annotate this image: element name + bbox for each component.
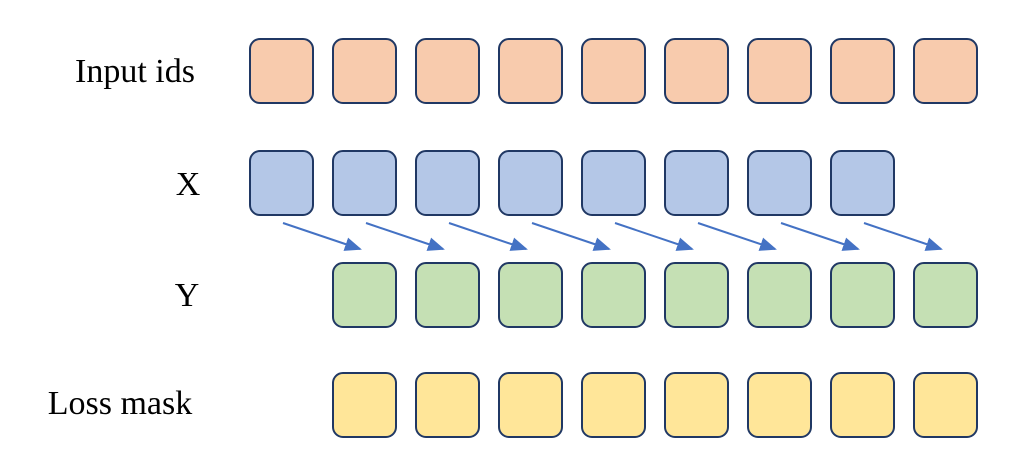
shift-arrow bbox=[531, 222, 611, 251]
y-cell bbox=[747, 262, 812, 328]
input-ids-cell bbox=[249, 38, 314, 104]
x-cell bbox=[415, 150, 480, 216]
row-label-x: X bbox=[175, 166, 201, 203]
y-cell bbox=[581, 262, 646, 328]
x-cell bbox=[581, 150, 646, 216]
x-cell bbox=[664, 150, 729, 216]
shift-arrow bbox=[697, 222, 777, 251]
input-ids-cell bbox=[747, 38, 812, 104]
y-cell bbox=[664, 262, 729, 328]
y-cell bbox=[498, 262, 563, 328]
loss-mask-cell bbox=[498, 372, 563, 438]
x-cell bbox=[747, 150, 812, 216]
loss-mask-cell bbox=[664, 372, 729, 438]
input-ids-cell bbox=[332, 38, 397, 104]
loss-mask-cell bbox=[747, 372, 812, 438]
y-cell bbox=[415, 262, 480, 328]
shift-arrow bbox=[863, 222, 943, 251]
input-ids-cell bbox=[664, 38, 729, 104]
loss-mask-cell bbox=[415, 372, 480, 438]
x-cell bbox=[830, 150, 895, 216]
shift-arrow bbox=[282, 222, 362, 251]
loss-mask-cell bbox=[581, 372, 646, 438]
loss-mask-cell bbox=[830, 372, 895, 438]
input-ids-cell bbox=[498, 38, 563, 104]
row-label-loss-mask: Loss mask bbox=[47, 385, 193, 422]
y-cell bbox=[913, 262, 978, 328]
y-cell bbox=[830, 262, 895, 328]
shift-arrow bbox=[365, 222, 445, 251]
x-cell bbox=[332, 150, 397, 216]
x-cell bbox=[249, 150, 314, 216]
loss-mask-cell bbox=[332, 372, 397, 438]
input-ids-cell bbox=[415, 38, 480, 104]
input-ids-cell bbox=[913, 38, 978, 104]
loss-mask-cell bbox=[913, 372, 978, 438]
input-ids-cell bbox=[830, 38, 895, 104]
row-label-y: Y bbox=[174, 277, 200, 314]
row-label-input-ids: Input ids bbox=[75, 53, 195, 90]
input-ids-cell bbox=[581, 38, 646, 104]
shift-arrow bbox=[780, 222, 860, 251]
shift-arrow bbox=[448, 222, 528, 251]
shift-arrow bbox=[614, 222, 694, 251]
x-cell bbox=[498, 150, 563, 216]
y-cell bbox=[332, 262, 397, 328]
